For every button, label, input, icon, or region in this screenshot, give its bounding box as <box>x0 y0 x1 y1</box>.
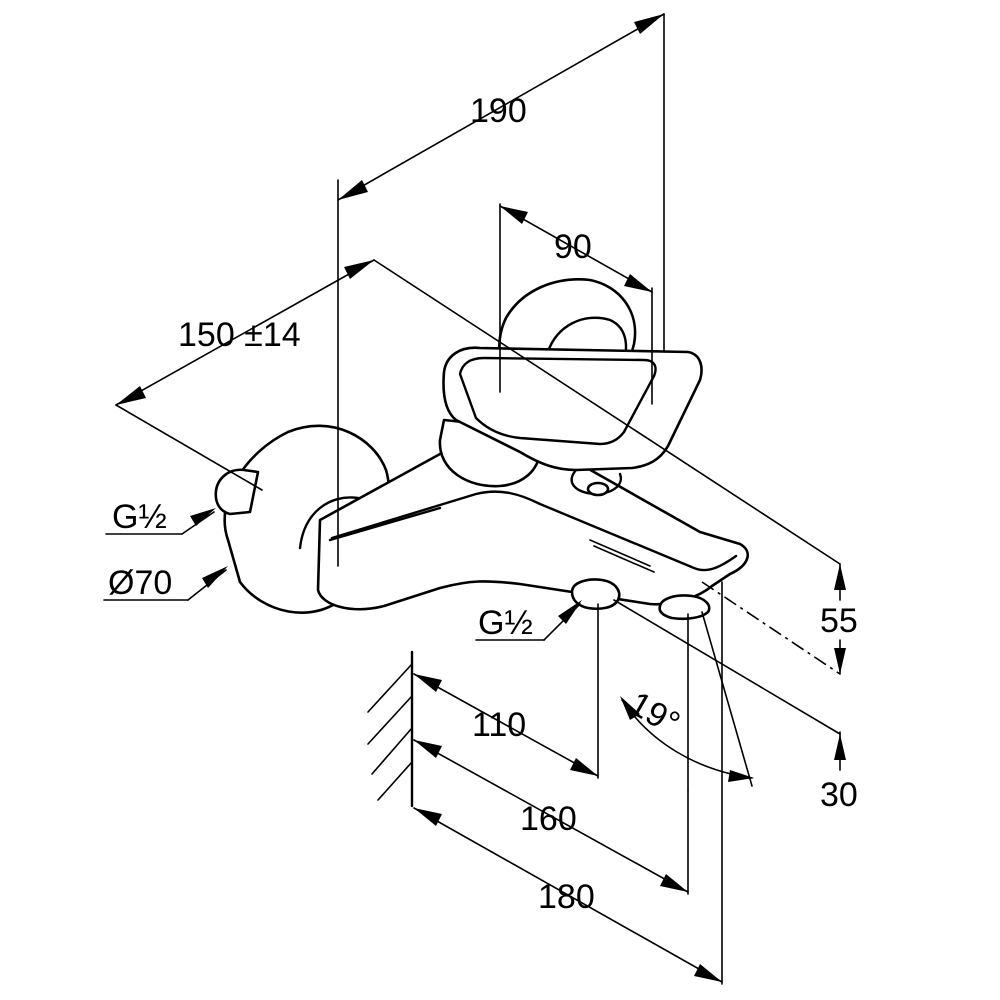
spout-aerator <box>658 594 711 621</box>
label-wall-to-outlet: 110 <box>472 706 526 744</box>
angle-arrow-right <box>728 770 754 782</box>
dim-160-arrow-right <box>660 874 688 892</box>
label-wall-to-spout-tip: 180 <box>538 878 595 916</box>
dim-180-arrow-right <box>694 964 722 982</box>
dim-150-arrow-right <box>344 260 374 279</box>
lower-outlet <box>570 578 621 611</box>
label-total-depth: 190 <box>470 92 527 130</box>
left-thread-stub <box>214 468 260 516</box>
angle-arrow-left <box>620 696 640 720</box>
dim-55-centerline <box>701 581 841 675</box>
dim-90-line <box>499 205 653 293</box>
label-handle-depth: 90 <box>554 228 592 266</box>
dim-110-arrow-right <box>570 758 598 776</box>
dim-90-arrow-right <box>624 274 652 292</box>
label-spout-angle: 19° <box>623 684 687 743</box>
dim-30-ext <box>613 599 841 735</box>
spout-side-edge <box>328 506 442 542</box>
dimension-labels: 190 90 150 ±14 G½ Ø70 G½ 55 30 19° 110 1… <box>108 92 858 916</box>
dim-90-arrow-left <box>500 206 528 224</box>
dim-180-line <box>413 807 723 983</box>
label-thread-bottom: G½ <box>478 604 533 642</box>
label-thread-top: G½ <box>112 498 167 536</box>
dim-110-arrow-left <box>414 674 442 692</box>
thread-top-arrow <box>190 508 216 526</box>
label-spout-offset: 30 <box>820 776 858 814</box>
dim-180-arrow-left <box>414 808 442 826</box>
dim-150-ext-left <box>115 404 263 491</box>
spout-hatch <box>589 539 655 573</box>
dim-190-line <box>337 13 665 201</box>
dim-150-line <box>115 259 375 406</box>
dim-55-arrow-top <box>834 564 846 590</box>
handle-lever <box>442 346 703 472</box>
handle-top-face <box>458 356 657 446</box>
dimension-lines <box>103 13 846 985</box>
dim-55-arrow-bottom <box>834 648 846 674</box>
dim-160-line <box>413 739 689 893</box>
dim-190-arrow-left <box>338 180 368 200</box>
label-rosette-diameter: Ø70 <box>108 564 172 602</box>
label-outlet-height: 55 <box>820 602 858 640</box>
dim-110-line <box>413 673 599 777</box>
dim-150-ext-right <box>373 259 841 565</box>
rosette-arrow <box>202 566 228 588</box>
faucet-body <box>214 278 750 621</box>
wall-hatch <box>367 663 413 801</box>
dim-190-arrow-right <box>634 14 664 34</box>
dim-160-arrow-left <box>414 740 442 758</box>
thread-bottom-arrow <box>558 600 582 624</box>
label-wall-to-spout: 160 <box>520 800 577 838</box>
dim-30-arrow-top <box>834 734 846 760</box>
label-connection-distance: 150 ±14 <box>178 316 301 354</box>
angle-line-b <box>701 611 753 787</box>
dim-150-arrow-left <box>116 386 146 405</box>
handle-screw <box>586 481 610 497</box>
spout-top-face <box>330 490 738 572</box>
